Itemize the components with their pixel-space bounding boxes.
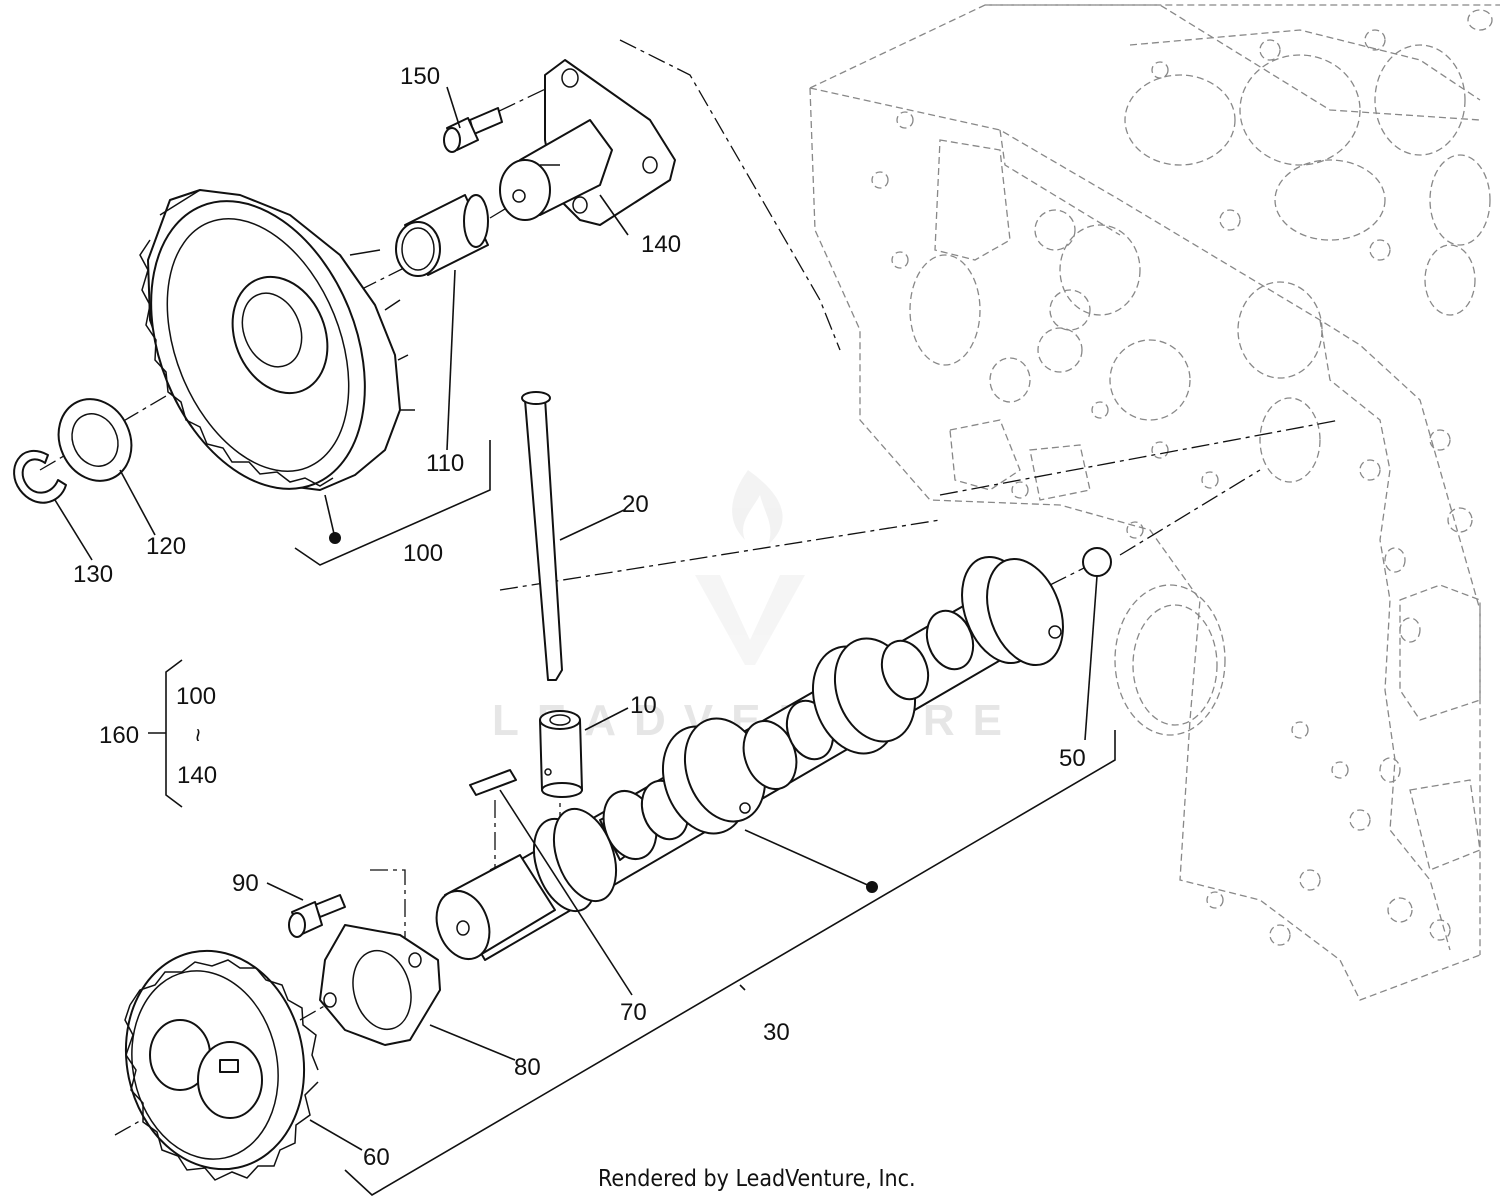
part-110-bushing[interactable] [395, 194, 489, 277]
callout-labels: 150 140 110 100 120 130 20 10 50 160 100… [73, 63, 1086, 1171]
leader-lines [54, 86, 1098, 1151]
callout-150: 150 [400, 63, 440, 90]
callout-160-range-end: 140 [177, 762, 217, 789]
part-120-washer[interactable] [46, 387, 145, 493]
bracket-160 [148, 659, 183, 808]
callout-60: 60 [363, 1144, 390, 1171]
part-50-ball[interactable] [1082, 547, 1112, 577]
callout-70: 70 [620, 999, 647, 1026]
callout-130: 130 [73, 561, 113, 588]
part-140-idler-shaft[interactable] [499, 59, 676, 226]
callout-110: 110 [426, 450, 464, 477]
callout-90: 90 [232, 870, 259, 897]
callout-30: 30 [763, 1019, 790, 1046]
callout-20: 20 [622, 491, 649, 518]
callout-80: 80 [514, 1054, 541, 1081]
part-100-idler-gear[interactable] [111, 169, 415, 521]
part-130-circlip[interactable] [13, 449, 67, 504]
footer-credit: Rendered by LeadVenture, Inc. [598, 1166, 916, 1192]
callout-50: 50 [1059, 745, 1086, 772]
callout-140: 140 [641, 231, 681, 258]
assembly-bracket-100 [294, 440, 491, 566]
part-20-push-rod[interactable] [521, 391, 563, 681]
callout-160: 160 [99, 722, 139, 749]
part-60-cam-gear[interactable] [106, 934, 324, 1186]
part-10-tappet[interactable] [539, 710, 583, 798]
callout-100: 100 [403, 540, 443, 567]
watermark-logo [695, 470, 805, 665]
assembly-bracket-30 [344, 730, 1116, 1196]
part-30-camshaft[interactable] [428, 546, 1077, 966]
callout-120: 120 [146, 533, 186, 560]
engine-block-outline [809, 4, 1500, 1001]
callout-10: 10 [630, 692, 657, 719]
part-70-key[interactable] [469, 769, 517, 796]
callout-160-range-separator: ~ [184, 728, 211, 742]
part-80-thrust-plate[interactable] [319, 924, 441, 1046]
part-90-bolt[interactable] [288, 894, 346, 938]
callout-160-range-start: 100 [176, 683, 216, 710]
part-150-bolt[interactable] [443, 107, 503, 153]
